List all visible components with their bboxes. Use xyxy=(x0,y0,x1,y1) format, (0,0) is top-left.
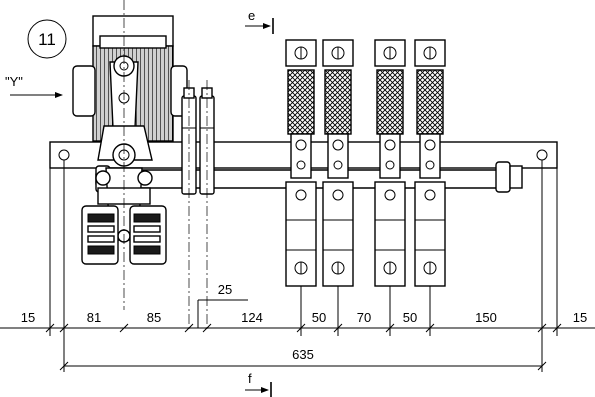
dim-50-a: 50 xyxy=(312,310,326,325)
aux-switch-left xyxy=(81,205,119,265)
pole-3 xyxy=(374,39,406,287)
pole-2 xyxy=(322,39,354,287)
dim-85: 85 xyxy=(147,310,161,325)
dim-81: 81 xyxy=(87,310,101,325)
section-e-label: e xyxy=(248,8,255,23)
view-y-label: "Y" xyxy=(5,74,23,89)
figure-number: 11 xyxy=(38,30,56,49)
dim-overall-635: 635 xyxy=(292,347,314,362)
pole-4 xyxy=(414,39,446,287)
aux-switch-right xyxy=(129,205,167,265)
section-f-indicator: f xyxy=(245,371,272,397)
dim-70: 70 xyxy=(357,310,371,325)
figure-number-badge: 11 xyxy=(27,19,67,59)
drive-unit xyxy=(72,0,188,310)
section-e-indicator: e xyxy=(245,8,274,34)
small-insulators xyxy=(181,80,215,330)
dimension-labels: 15 81 85 124 50 70 50 150 15 635 25 xyxy=(21,282,587,362)
dimension-row xyxy=(0,299,595,371)
dim-150: 150 xyxy=(475,310,497,325)
dim-15-left: 15 xyxy=(21,310,35,325)
dim-25: 25 xyxy=(218,282,232,297)
view-y-indicator: "Y" xyxy=(5,74,63,98)
dim-15-right: 15 xyxy=(573,310,587,325)
section-f-label: f xyxy=(248,371,252,386)
pole-1 xyxy=(285,39,317,287)
dim-124: 124 xyxy=(241,310,263,325)
dim-50-b: 50 xyxy=(403,310,417,325)
